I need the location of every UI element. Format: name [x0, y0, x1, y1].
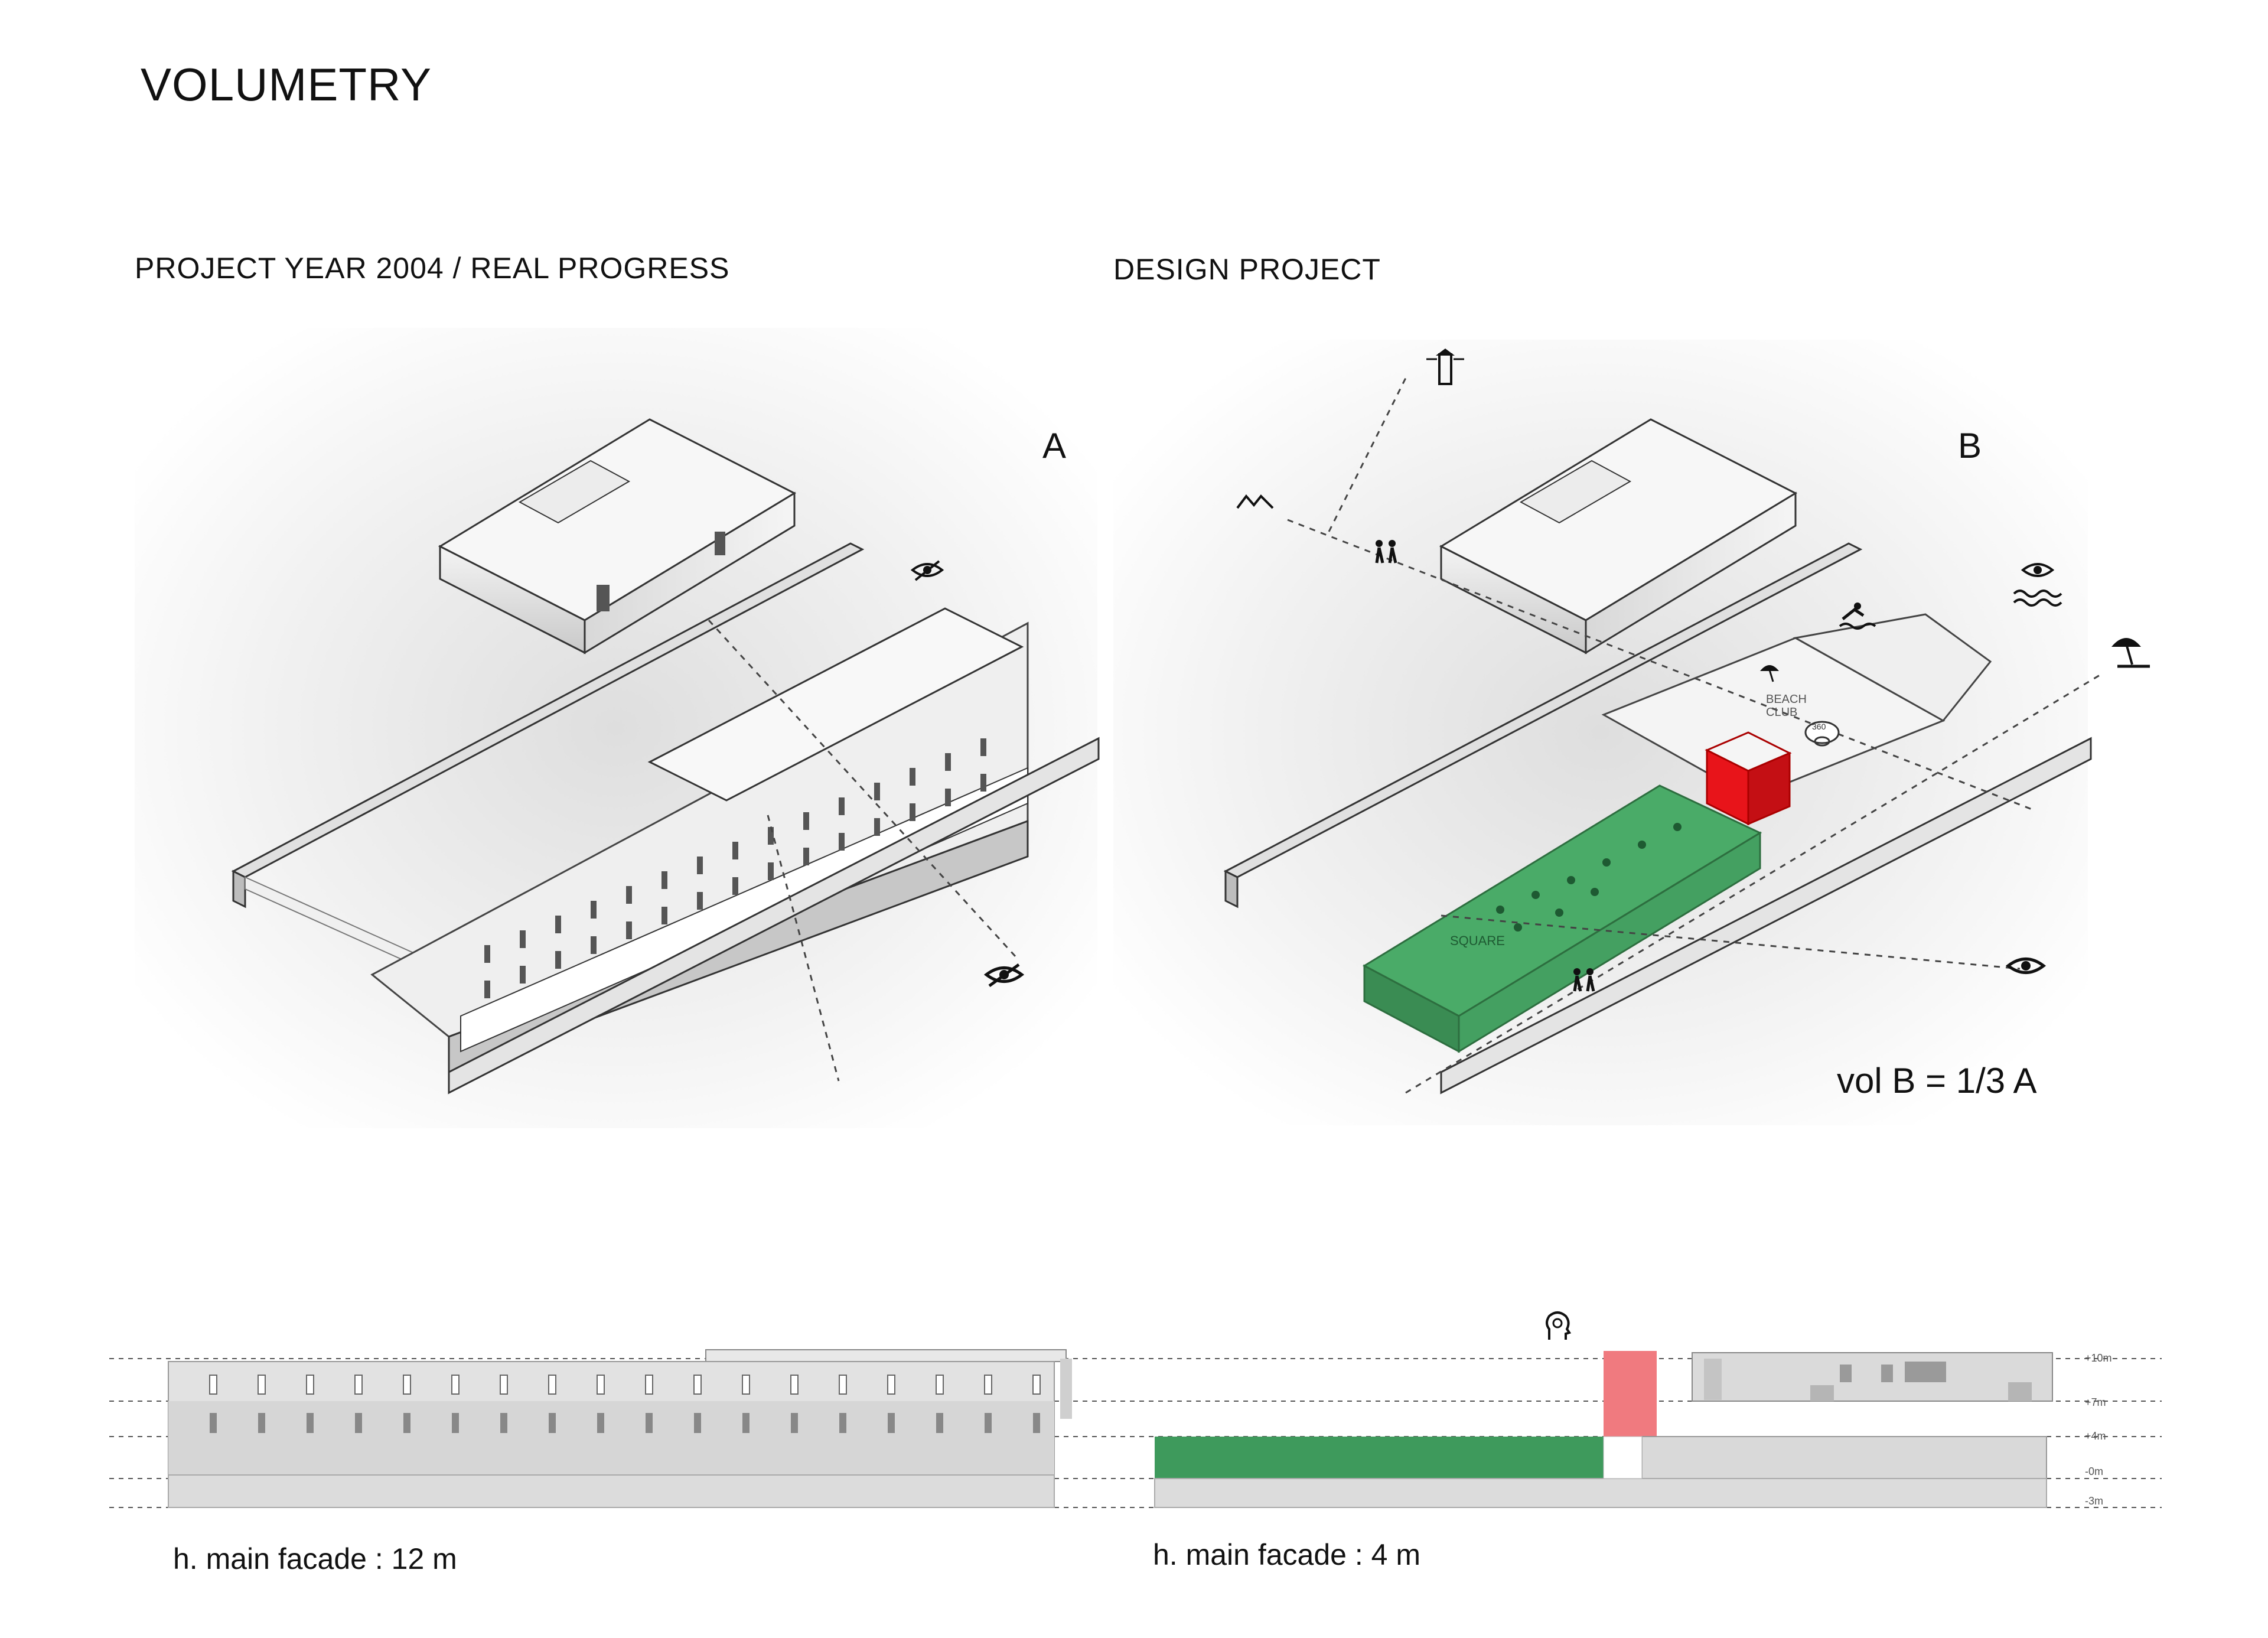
building-b: BEACH CLUB SQUARE 360	[1223, 377, 2103, 1095]
page-title: VOLUMETRY	[141, 58, 432, 110]
level-label: +10m	[2085, 1352, 2112, 1364]
umbrella-icon	[1760, 665, 1779, 682]
lighthouse-icon	[1426, 349, 1464, 385]
view-360-icon: 360	[1804, 721, 1840, 747]
waves-icon	[2013, 590, 2062, 607]
eye-crossed-icon	[910, 560, 944, 581]
right-panel-heading: DESIGN PROJECT	[1113, 253, 1381, 286]
eye-crossed-icon	[983, 963, 1025, 988]
level-label: +4m	[2085, 1430, 2106, 1442]
elevation-a	[168, 1349, 1072, 1508]
red-volume-elevation	[1604, 1351, 1657, 1437]
label-b: B	[1958, 426, 1982, 465]
beach-club-label-1: BEACH	[1766, 693, 1807, 706]
level-labels: +10m +7m +4m -0m -3m	[2085, 1352, 2112, 1507]
eye-icon	[2005, 958, 2047, 974]
badge-360-label: 360	[1812, 722, 1826, 731]
level-label: -3m	[2085, 1495, 2103, 1507]
level-label: -0m	[2085, 1466, 2103, 1477]
facade-height-a: h. main facade : 12 m	[173, 1542, 457, 1575]
swimmer-icon	[1839, 603, 1876, 630]
head-gear-icon	[1546, 1311, 1572, 1340]
mountain-icon	[1236, 494, 1274, 509]
label-a: A	[1042, 426, 1067, 465]
walking-people-icon	[1573, 968, 1595, 992]
umbrella-icon	[2111, 638, 2150, 668]
eye-icon	[2021, 563, 2055, 577]
square-label: SQUARE	[1450, 933, 1505, 948]
building-a	[231, 418, 1100, 1095]
volume-ratio-text: vol B = 1/3 A	[1837, 1061, 2037, 1100]
facade-height-b: h. main facade : 4 m	[1153, 1538, 1421, 1571]
beach-club-label-2: CLUB	[1766, 706, 1797, 719]
walking-people-icon	[1375, 540, 1397, 564]
green-square-elevation	[1155, 1437, 1604, 1479]
elevation-b	[1154, 1351, 2053, 1508]
left-panel-heading: PROJECT YEAR 2004 / REAL PROGRESS	[135, 252, 730, 285]
level-label: +7m	[2085, 1396, 2106, 1408]
